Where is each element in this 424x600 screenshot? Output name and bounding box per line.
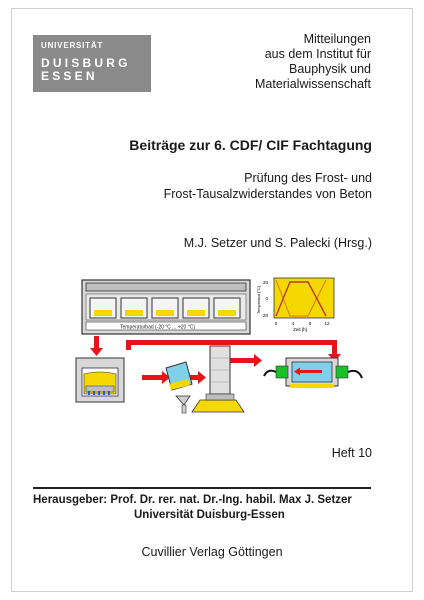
- divider: [33, 487, 371, 489]
- subtitle-line: Frost-Tausalzwiderstandes von Beton: [163, 187, 372, 201]
- publisher-university: Universität Duisburg-Essen: [134, 509, 285, 521]
- test-apparatus-diagram: Temperaturbad (-20 °C ... +20 °C) 20 0 -…: [75, 277, 363, 414]
- graph-x-label: Zeit [h]: [293, 327, 307, 332]
- logo-line-universitaet: UNIVERSITÄT: [41, 41, 104, 50]
- saturation-container: [75, 357, 125, 403]
- graph-tick-x: 0: [275, 321, 278, 326]
- series-title-line: aus dem Institut für: [264, 47, 371, 61]
- concrete-specimen: [191, 345, 245, 413]
- series-title-line: Mitteilungen: [303, 32, 371, 46]
- logo-line-essen: ESSEN: [41, 69, 98, 83]
- series-title: Mitteilungen aus dem Institut für Bauphy…: [201, 32, 371, 92]
- ultrasonic-measurement-cell: [263, 357, 363, 388]
- series-title-line: Materialwissenschaft: [254, 77, 371, 91]
- process-arrows: [90, 336, 341, 384]
- temperature-cycle-graph: 20 0 -20 Temperatur [°C] 0 4 8 12 Zeit […: [256, 277, 335, 332]
- press-name: Cuvillier Verlag Göttingen: [141, 545, 283, 559]
- graph-tick-y: -20: [261, 313, 268, 318]
- graph-tick-x: 12: [324, 321, 330, 326]
- graph-y-label: Temperatur [°C]: [256, 286, 261, 314]
- graph-tick-y: 0: [265, 296, 268, 301]
- university-logo: UNIVERSITÄT DUISBURG ESSEN: [33, 35, 151, 92]
- editors: M.J. Setzer und S. Palecki (Hrsg.): [183, 236, 372, 250]
- conference-title: Beiträge zur 6. CDF/ CIF Fachtagung: [129, 137, 372, 153]
- issue-number: Heft 10: [331, 446, 372, 460]
- subtitle: Prüfung des Frost- und Frost-Tausalzwide…: [112, 170, 372, 202]
- graph-tick-y: 20: [263, 280, 269, 285]
- temperature-bath: Temperaturbad (-20 °C ... +20 °C): [81, 279, 251, 335]
- logo-line-duisburg: DUISBURG: [41, 56, 131, 70]
- publisher-editor: Herausgeber: Prof. Dr. rer. nat. Dr.-Ing…: [33, 494, 352, 506]
- specimen-and-funnel: [165, 361, 193, 414]
- series-title-line: Bauphysik und: [288, 62, 371, 76]
- subtitle-line: Prüfung des Frost- und: [244, 171, 372, 185]
- graph-tick-x: 4: [292, 321, 295, 326]
- graph-tick-x: 8: [309, 321, 312, 326]
- temperature-bath-label: Temperaturbad (-20 °C ... +20 °C): [120, 325, 195, 331]
